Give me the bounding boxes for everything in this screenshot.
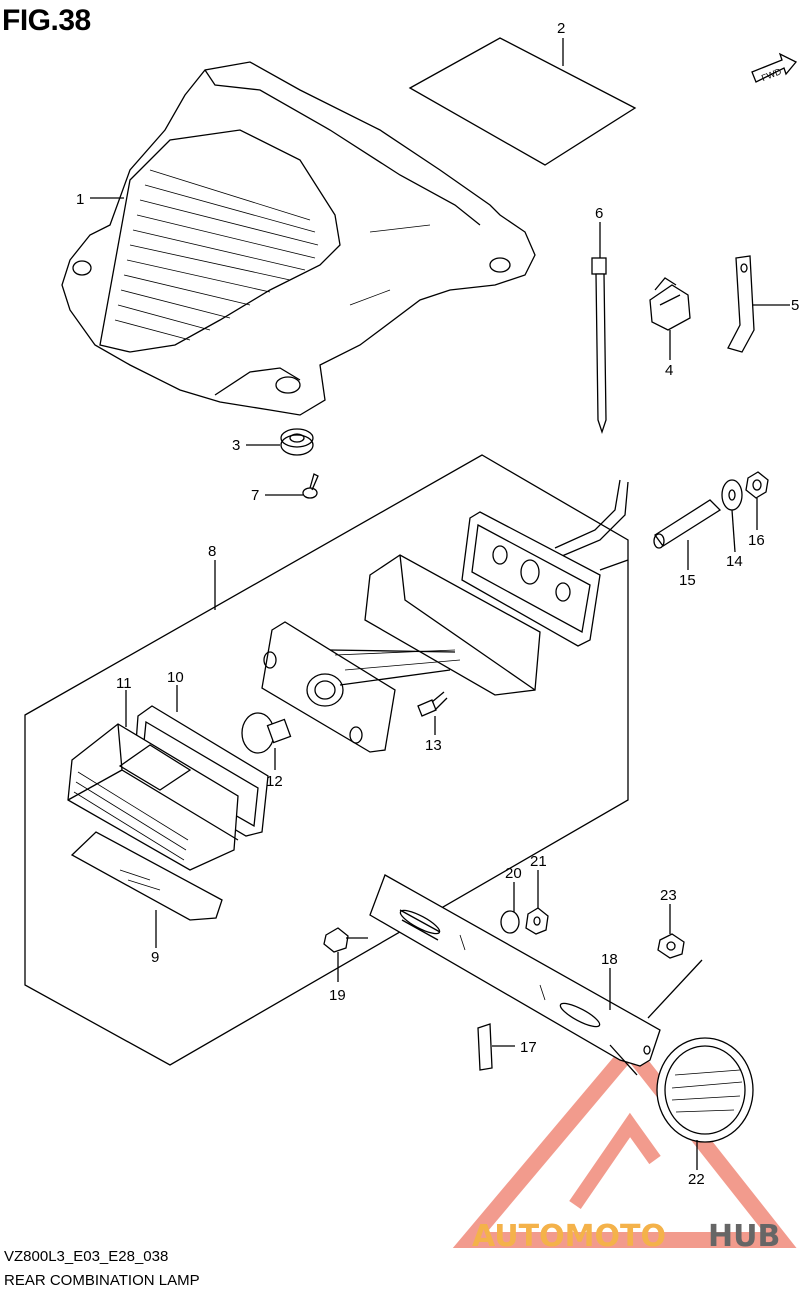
part-21-nut	[525, 907, 549, 935]
part-22-reflector	[656, 1037, 754, 1143]
callout-22: 22	[688, 1171, 705, 1188]
part-3-grommet	[280, 428, 314, 456]
callout-5: 5	[791, 297, 799, 314]
part-11-lens	[67, 723, 239, 871]
part-20-washer	[500, 910, 520, 934]
callout-14: 14	[726, 553, 743, 570]
part-15-collar	[653, 499, 722, 549]
watermark-part2: HUB	[708, 1219, 780, 1254]
callout-8: 8	[208, 543, 216, 560]
part-1-tail-lamp-housing	[61, 61, 536, 416]
part-12-bulb	[241, 712, 292, 754]
callout-4: 4	[665, 362, 673, 379]
callout-23: 23	[660, 887, 677, 904]
callout-11: 11	[116, 675, 132, 692]
part-9-plate	[70, 831, 223, 921]
part-19-bolt	[323, 927, 368, 953]
callout-13: 13	[425, 737, 442, 754]
callout-7: 7	[251, 487, 259, 504]
figure-name: REAR COMBINATION LAMP	[4, 1272, 200, 1289]
part-17-clip	[477, 1023, 493, 1071]
part-13-screw	[417, 691, 448, 717]
callout-3: 3	[232, 437, 240, 454]
part-23-nut	[657, 933, 685, 959]
figure-title: FIG.38	[2, 4, 91, 37]
callout-18: 18	[601, 951, 618, 968]
socket-plate	[261, 621, 461, 753]
part-2-label	[408, 37, 637, 166]
callout-21: 21	[530, 853, 547, 870]
lamp-body	[364, 554, 541, 696]
callout-12: 12	[266, 773, 283, 790]
part-14-washer	[721, 479, 743, 511]
callout-20: 20	[505, 865, 522, 882]
part-5-bracket	[727, 255, 755, 353]
part-18-bracket	[369, 874, 661, 1067]
part-6-cable-tie	[591, 257, 607, 435]
fwd-arrow-icon: FWD	[751, 52, 798, 83]
leader-lines	[90, 38, 790, 1170]
part-7-screw	[302, 473, 319, 499]
callout-6: 6	[595, 205, 603, 222]
part-4-clamp	[649, 277, 691, 331]
callout-9: 9	[151, 949, 159, 966]
callout-1: 1	[76, 191, 84, 208]
watermark-text: AUTOMOTO HUB	[472, 1219, 780, 1254]
part-8-assembly-outline	[24, 454, 629, 1066]
rear-gasket	[461, 511, 601, 647]
model-code: VZ800L3_E03_E28_038	[4, 1248, 169, 1265]
part-16-nut	[745, 471, 769, 499]
callout-labels: 1 2 3 4 5 6 7 8 9 10 11 12 13 14 15 16 1…	[76, 20, 799, 1188]
callout-16: 16	[748, 532, 765, 549]
callout-19: 19	[329, 987, 346, 1004]
watermark-logo	[452, 1037, 797, 1248]
callout-2: 2	[557, 20, 565, 37]
callout-17: 17	[520, 1039, 537, 1056]
watermark-part1: AUTOMOTO	[472, 1219, 666, 1254]
callout-15: 15	[679, 572, 696, 589]
callout-10: 10	[167, 669, 184, 686]
